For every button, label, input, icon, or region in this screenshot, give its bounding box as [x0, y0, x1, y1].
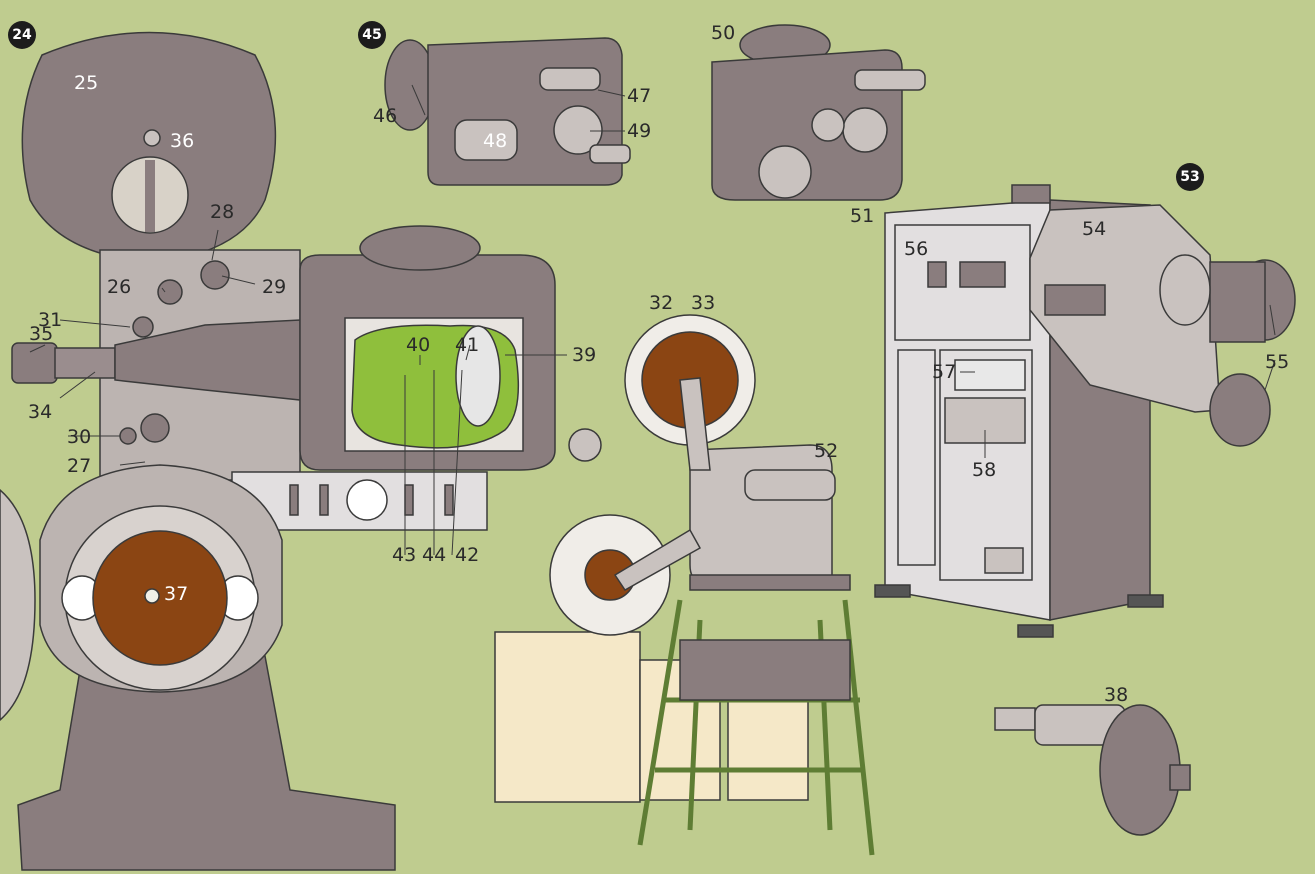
vent [985, 548, 1023, 573]
label-47: 47 [627, 87, 651, 106]
label-25: 25 [74, 74, 98, 93]
spindle [144, 130, 160, 146]
label-43: 43 [392, 546, 416, 565]
lamphouse-chimney [360, 226, 480, 270]
lamp-knob [569, 429, 601, 461]
switch-2 [320, 485, 328, 515]
label-36: 36 [170, 132, 194, 151]
lens-mount [1160, 255, 1210, 325]
label-46: 46 [373, 107, 397, 126]
lens-small [590, 145, 630, 163]
label-44: 44 [422, 546, 446, 565]
keypad-57 [955, 360, 1025, 390]
lens-tube [55, 348, 115, 378]
camera-back-illustration [712, 25, 925, 200]
label-55: 55 [1265, 353, 1289, 372]
label-35: 35 [29, 325, 53, 344]
figure-badge-53: 53 [1176, 163, 1204, 191]
lens-turret-1 [759, 146, 811, 198]
reel-hub [145, 589, 159, 603]
lamp-base [1100, 705, 1180, 835]
carrying-case-1 [495, 632, 640, 802]
lamp-terminal [1170, 765, 1190, 790]
display-left [928, 262, 946, 287]
label-41: 41 [455, 336, 479, 355]
figure-badge-24: 24 [8, 21, 36, 49]
label-26: 26 [107, 278, 131, 297]
sprocket-lower [141, 414, 169, 442]
label-57: 57 [932, 363, 956, 382]
lens-turret-2 [843, 108, 887, 152]
label-56: 56 [904, 240, 928, 259]
roller-30 [120, 428, 136, 444]
door-left [898, 350, 935, 565]
figure-badge-45: 45 [358, 21, 386, 49]
projector-lens [745, 470, 835, 500]
switch-4 [445, 485, 453, 515]
film-reel [93, 531, 227, 665]
label-40: 40 [406, 336, 430, 355]
label-30: 30 [67, 428, 91, 447]
projector-base [690, 575, 850, 590]
display-right [960, 262, 1005, 287]
roller-31 [133, 317, 153, 337]
label-58: 58 [972, 461, 996, 480]
amplifier [680, 640, 850, 700]
lens-turret-4 [855, 70, 925, 90]
label-52: 52 [814, 442, 838, 461]
foot-2 [1018, 625, 1053, 637]
label-42: 42 [455, 546, 479, 565]
label-37: 37 [164, 585, 188, 604]
sprocket-roller [201, 261, 229, 289]
lens-barrel [12, 343, 57, 383]
sprocket-upper [158, 280, 182, 304]
projector-body [690, 445, 832, 580]
label-54: 54 [1082, 220, 1106, 239]
foot-3 [1128, 595, 1163, 607]
label-51: 51 [850, 207, 874, 226]
lamp-tip [995, 708, 1035, 730]
label-49: 49 [627, 122, 651, 141]
label-33: 33 [691, 294, 715, 313]
label-48: 48 [483, 132, 507, 151]
carrying-case-3 [728, 700, 808, 800]
window-divider [145, 160, 155, 232]
lens-turret-3 [812, 109, 844, 141]
switch-1 [290, 485, 298, 515]
foot-1 [875, 585, 910, 597]
lens-55-upper-barrel [1210, 262, 1265, 342]
label-27: 27 [67, 457, 91, 476]
label-32: 32 [649, 294, 673, 313]
ammeter [347, 480, 387, 520]
label-50: 50 [711, 24, 735, 43]
label-28: 28 [210, 203, 234, 222]
switch-3 [405, 485, 413, 515]
label-38: 38 [1104, 686, 1128, 705]
label-29: 29 [262, 278, 286, 297]
head-panel [1045, 285, 1105, 315]
lens-55-lower [1210, 374, 1270, 446]
lens-47 [540, 68, 600, 90]
label-39: 39 [572, 346, 596, 365]
cabinet-chimney [1012, 185, 1050, 203]
label-34: 34 [28, 403, 52, 422]
